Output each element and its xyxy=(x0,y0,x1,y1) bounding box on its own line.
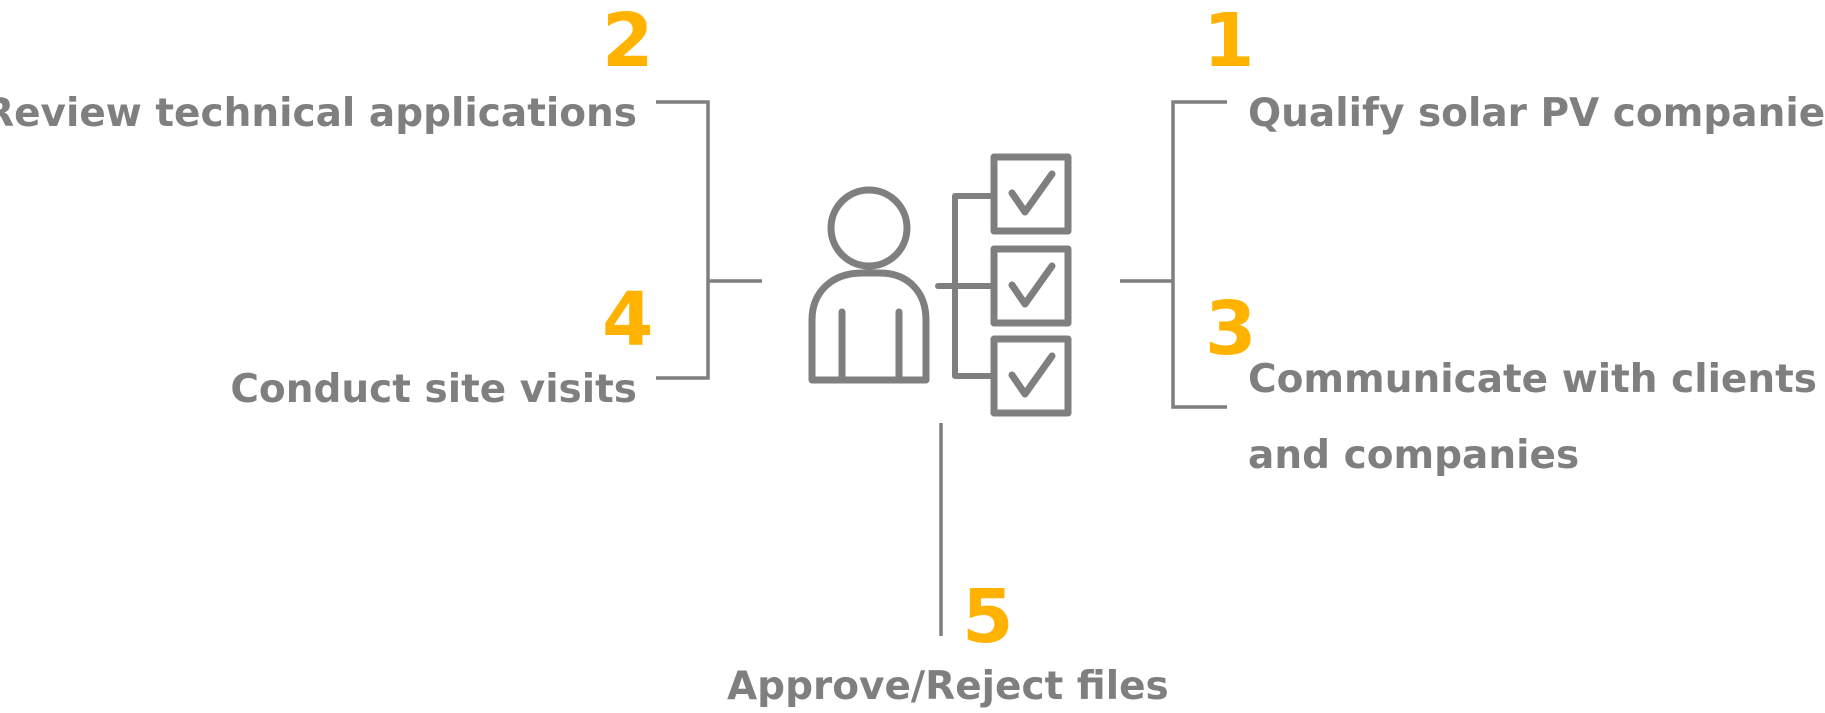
connector-left-bracket xyxy=(656,100,710,380)
step-5-number: 5 xyxy=(962,574,1014,660)
step-5-label: Approve/Reject files xyxy=(727,664,1169,709)
checklist-icon xyxy=(935,153,1072,417)
step-2-number: 2 xyxy=(602,0,654,84)
person-icon xyxy=(808,186,930,384)
step-2-label: Review technical applications xyxy=(0,91,637,136)
step-1-number: 1 xyxy=(1203,0,1255,84)
step-3-number: 3 xyxy=(1205,286,1257,372)
step-4-label: Conduct site visits xyxy=(230,367,637,412)
step-1-label: Qualify solar PV companies xyxy=(1248,91,1825,136)
connector-right-bracket xyxy=(1171,100,1227,409)
step-3-label-line2: and companies xyxy=(1248,433,1580,478)
step-3-label-line1: Communicate with clients xyxy=(1248,357,1818,402)
step-4-number: 4 xyxy=(602,277,654,363)
